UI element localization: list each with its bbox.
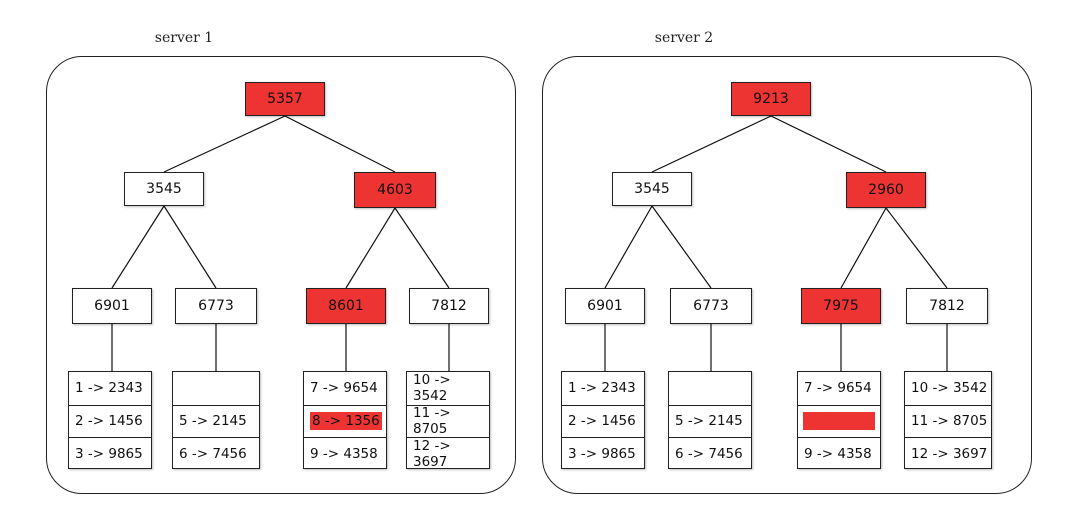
leaf-entry: 11 -> 8705 <box>407 404 489 438</box>
leaf-entry: 10 -> 3542 <box>407 372 489 404</box>
leaf-entry <box>669 372 751 404</box>
leaf-entry: 9 -> 4358 <box>304 437 386 469</box>
leaf-entry-text: 1 -> 2343 <box>75 380 143 396</box>
leaf-entry-text: 2 -> 1456 <box>75 413 143 430</box>
level1-hash-node: 3545 <box>124 172 204 206</box>
level1-hash-node: 4603 <box>354 172 436 208</box>
leaf-entry: 3 -> 9865 <box>562 437 644 469</box>
leaf-entry-text: 11 -> 8705 <box>413 405 451 438</box>
edge-level1-to-level2 <box>345 207 396 289</box>
root-hash-node: 5357 <box>245 82 325 116</box>
leaf-entry-text: 12 -> 3697 <box>413 437 451 470</box>
edge-level1-to-level2 <box>885 207 948 289</box>
root-hash-node: 9213 <box>731 82 811 116</box>
edge-level1-to-level2 <box>604 205 653 289</box>
level2-hash-node: 7975 <box>801 288 881 324</box>
level1-hash-node: 2960 <box>846 172 926 208</box>
leaf-entry: 7 -> 9654 <box>798 372 880 404</box>
leaf-entry-text: 10 -> 3542 <box>413 372 451 404</box>
leaf-entry <box>173 372 259 404</box>
edge-root-to-level1 <box>770 115 887 173</box>
server-title: server 1 <box>154 30 214 46</box>
level2-hash-node: 6773 <box>175 288 257 324</box>
leaf-entry: 1 -> 2343 <box>562 372 644 404</box>
leaf-entry-text: 11 -> 8705 <box>911 413 988 430</box>
leaf-entry: 11 -> 8705 <box>905 404 991 437</box>
leaf-entry-text: 8 -> 1356 <box>310 412 382 431</box>
level2-hash-node: 6901 <box>72 288 152 324</box>
leaf-entry-text: 3 -> 9865 <box>568 445 636 462</box>
leaf-entry: 2 -> 1456 <box>562 404 644 437</box>
edge-level1-to-level2 <box>163 205 217 289</box>
level2-hash-node: 6773 <box>670 288 752 324</box>
edge-root-to-level1 <box>651 115 772 173</box>
leaf-bucket: 5 -> 2145 6 -> 7456 <box>668 371 752 469</box>
leaf-entry-text: 3 -> 9865 <box>75 445 143 462</box>
level2-hash-node: 7812 <box>906 288 988 324</box>
leaf-entry: 9 -> 4358 <box>798 437 880 469</box>
edge-level1-to-level2 <box>394 207 450 289</box>
leaf-entry: 6 -> 7456 <box>173 437 259 469</box>
leaf-entry <box>798 404 880 437</box>
leaf-entry: 3 -> 9865 <box>69 437 151 469</box>
leaf-entry: 12 -> 3697 <box>407 437 489 470</box>
leaf-entry-text: 2 -> 1456 <box>568 413 636 430</box>
leaf-entry: 6 -> 7456 <box>669 437 751 469</box>
leaf-entry-text: 6 -> 7456 <box>675 445 743 462</box>
leaf-bucket: 1 -> 2343 2 -> 1456 3 -> 9865 <box>561 371 645 469</box>
leaf-entry-text: 5 -> 2145 <box>675 413 743 430</box>
leaf-entry-text: 7 -> 9654 <box>310 380 378 396</box>
leaf-bucket: 1 -> 2343 2 -> 1456 3 -> 9865 <box>68 371 152 469</box>
leaf-entry-text: 5 -> 2145 <box>179 413 247 430</box>
leaf-bucket: 7 -> 9654 8 -> 1356 9 -> 4358 <box>303 371 387 469</box>
leaf-entry-text: 9 -> 4358 <box>804 445 872 462</box>
edge-root-to-level1 <box>284 115 396 173</box>
server-panel <box>46 56 516 494</box>
leaf-bucket: 5 -> 2145 6 -> 7456 <box>172 371 260 469</box>
leaf-entry-text: 12 -> 3697 <box>911 445 988 462</box>
leaf-entry-text: 6 -> 7456 <box>179 445 247 462</box>
leaf-entry: 1 -> 2343 <box>69 372 151 404</box>
edge-root-to-level1 <box>163 115 286 173</box>
leaf-entry: 7 -> 9654 <box>304 372 386 404</box>
server-panel <box>542 56 1032 494</box>
leaf-entry-text: 1 -> 2343 <box>568 380 636 396</box>
level2-hash-node: 8601 <box>306 288 386 324</box>
leaf-entry-text: 7 -> 9654 <box>804 380 872 396</box>
edge-level1-to-level2 <box>111 205 165 289</box>
level2-hash-node: 7812 <box>409 288 489 324</box>
level1-hash-node: 3545 <box>612 172 692 206</box>
corrupted-entry-marker <box>803 412 875 431</box>
leaf-entry: 12 -> 3697 <box>905 437 991 469</box>
leaf-entry: 10 -> 3542 <box>905 372 991 404</box>
server-title: server 2 <box>654 30 714 46</box>
edge-level1-to-level2 <box>651 205 712 289</box>
leaf-entry-text: 9 -> 4358 <box>310 445 378 462</box>
level2-hash-node: 6901 <box>565 288 645 324</box>
leaf-entry: 8 -> 1356 <box>304 404 386 437</box>
leaf-bucket: 7 -> 9654 9 -> 4358 <box>797 371 881 469</box>
leaf-bucket: 10 -> 3542 11 -> 8705 12 -> 3697 <box>904 371 992 469</box>
leaf-entry-text: 10 -> 3542 <box>911 380 988 396</box>
leaf-entry: 5 -> 2145 <box>669 404 751 437</box>
leaf-entry: 2 -> 1456 <box>69 404 151 437</box>
edge-level1-to-level2 <box>840 207 887 289</box>
leaf-entry: 5 -> 2145 <box>173 404 259 437</box>
